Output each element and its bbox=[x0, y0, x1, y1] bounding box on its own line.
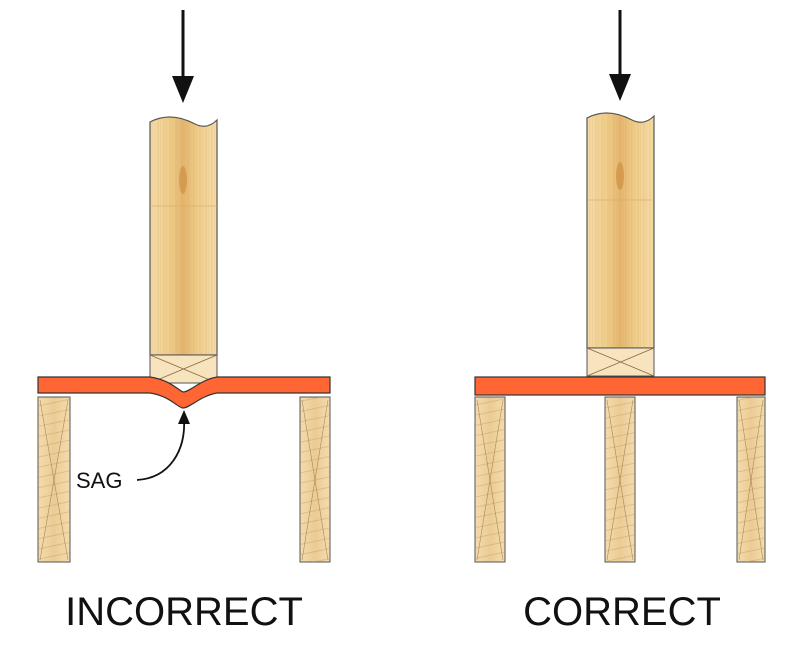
straight-plate bbox=[474, 376, 766, 396]
incorrect-caption: INCORRECT bbox=[65, 590, 303, 634]
load-arrow-incorrect bbox=[172, 10, 194, 103]
post-correct bbox=[586, 112, 655, 349]
correct-caption: CORRECT bbox=[523, 590, 721, 634]
middle-leg-correct bbox=[604, 396, 636, 563]
left-leg-incorrect bbox=[37, 396, 71, 563]
right-leg-correct bbox=[736, 396, 766, 563]
end-block-incorrect bbox=[149, 354, 218, 384]
post-incorrect bbox=[149, 116, 218, 356]
correct-panel: CORRECT bbox=[474, 10, 766, 634]
sagging-plate bbox=[37, 376, 331, 409]
sag-label: SAG bbox=[76, 468, 122, 493]
left-leg-correct bbox=[474, 396, 506, 563]
sag-callout-arrow bbox=[136, 410, 190, 481]
end-block-correct bbox=[586, 347, 655, 377]
incorrect-panel: SAG INCORRECT bbox=[37, 10, 331, 634]
load-arrow-correct bbox=[609, 10, 631, 101]
right-leg-incorrect bbox=[299, 396, 331, 563]
